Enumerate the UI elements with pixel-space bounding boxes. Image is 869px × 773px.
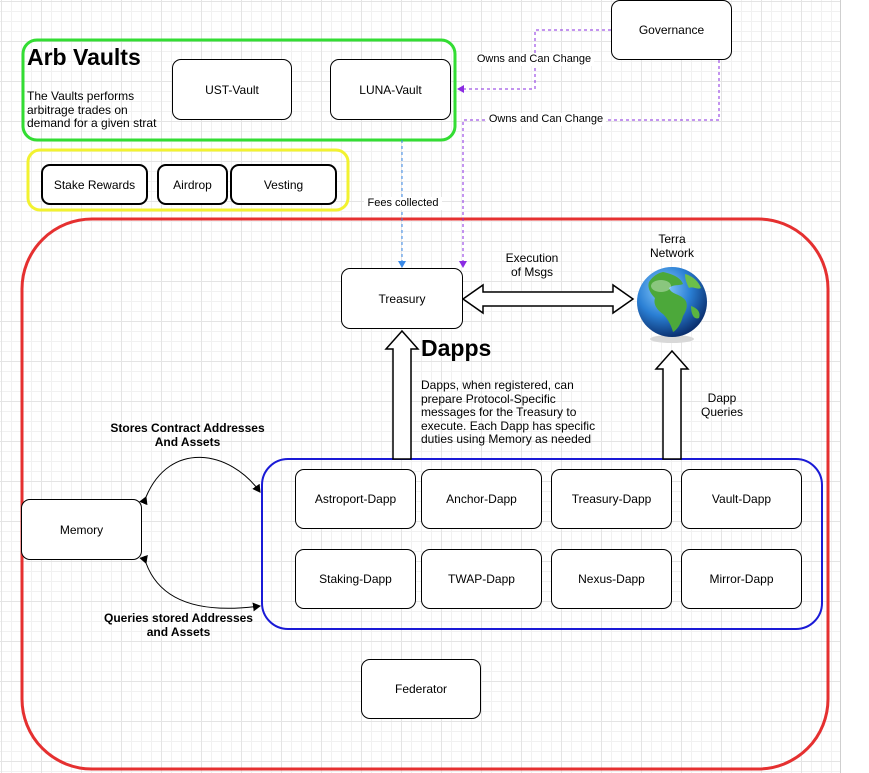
- fees-collected-label: Fees collected: [364, 197, 442, 210]
- queries-curve-arrow: [139, 554, 261, 612]
- terra-network-label: Terra Network: [642, 232, 702, 260]
- astroport-dapp-box[interactable]: Astroport-Dapp: [295, 469, 416, 529]
- rewards-group: [26, 148, 350, 212]
- terra-label-line1: Terra: [658, 232, 686, 246]
- globe-icon: [633, 266, 711, 349]
- ust-vault-box[interactable]: UST-Vault: [172, 59, 292, 120]
- mirror-dapp-box[interactable]: Mirror-Dapp: [681, 549, 802, 609]
- treasury-box[interactable]: Treasury: [341, 268, 463, 329]
- queries-label: Queries stored Addresses and Assets: [96, 611, 261, 639]
- nexus-dapp-box[interactable]: Nexus-Dapp: [551, 549, 672, 609]
- stake-rewards-box[interactable]: Stake Rewards: [41, 164, 148, 205]
- stores-label: Stores Contract Addresses And Assets: [100, 421, 275, 449]
- dapps-to-terra-arrow: [654, 349, 690, 460]
- queries-label-line2: and Assets: [146, 625, 211, 639]
- dapp-queries-label: Dapp Queries: [692, 391, 752, 419]
- dapp-queries-line2: Queries: [700, 405, 744, 419]
- dapps-desc-line-2: prepare Protocol-Specific: [421, 391, 556, 406]
- execution-label-line2: of Msgs: [510, 265, 553, 279]
- airdrop-box[interactable]: Airdrop: [157, 164, 228, 205]
- stores-label-line1: Stores Contract Addresses: [110, 421, 265, 435]
- stores-label-line2: And Assets: [154, 435, 221, 449]
- dapps-to-treasury-arrow: [384, 329, 420, 460]
- twap-dapp-box[interactable]: TWAP-Dapp: [421, 549, 542, 609]
- dapps-group: [261, 458, 823, 630]
- dapps-desc-line-1: Dapps, when registered, can: [421, 378, 574, 392]
- treasury-dapp-box[interactable]: Treasury-Dapp: [551, 469, 672, 529]
- vesting-box[interactable]: Vesting: [230, 164, 337, 205]
- dapps-desc-line-5: duties using Memory as needed: [421, 432, 592, 446]
- federator-box[interactable]: Federator: [361, 659, 481, 719]
- luna-vault-box[interactable]: LUNA-Vault: [330, 59, 451, 120]
- queries-label-line1: Queries stored Addresses: [104, 611, 253, 625]
- canvas-edge-panel: [840, 0, 869, 773]
- execution-label-line1: Execution: [505, 251, 559, 265]
- gov-to-luna-arrow: [457, 29, 611, 93]
- arb-vaults-title: Arb Vaults: [27, 44, 141, 70]
- arb-vaults-description: The Vaults performs arbitrage trades on …: [27, 90, 157, 130]
- execution-double-arrow: [461, 283, 635, 315]
- vault-dapp-box[interactable]: Vault-Dapp: [681, 469, 802, 529]
- dapps-description: Dapps, when registered, can prepare Prot…: [421, 378, 601, 447]
- core-group: [20, 217, 830, 771]
- terra-label-line2: Network: [649, 246, 694, 260]
- execution-label: Execution of Msgs: [497, 251, 567, 279]
- stores-curve-arrow: [139, 456, 261, 506]
- memory-box[interactable]: Memory: [21, 499, 142, 560]
- dapp-queries-line1: Dapp: [707, 391, 737, 405]
- governance-box[interactable]: Governance: [611, 0, 732, 60]
- anchor-dapp-box[interactable]: Anchor-Dapp: [421, 469, 542, 529]
- dapps-title: Dapps: [421, 335, 492, 361]
- dapps-desc-line-4: execute. Each Dapp has specific: [421, 418, 596, 433]
- dapps-desc-line-3: messages for the Treasury to: [421, 405, 577, 419]
- staking-dapp-box[interactable]: Staking-Dapp: [295, 549, 416, 609]
- owns-change-label-2: Owns and Can Change: [486, 113, 606, 126]
- owns-change-label-1: Owns and Can Change: [474, 53, 594, 66]
- arb-vaults-group: [21, 38, 457, 142]
